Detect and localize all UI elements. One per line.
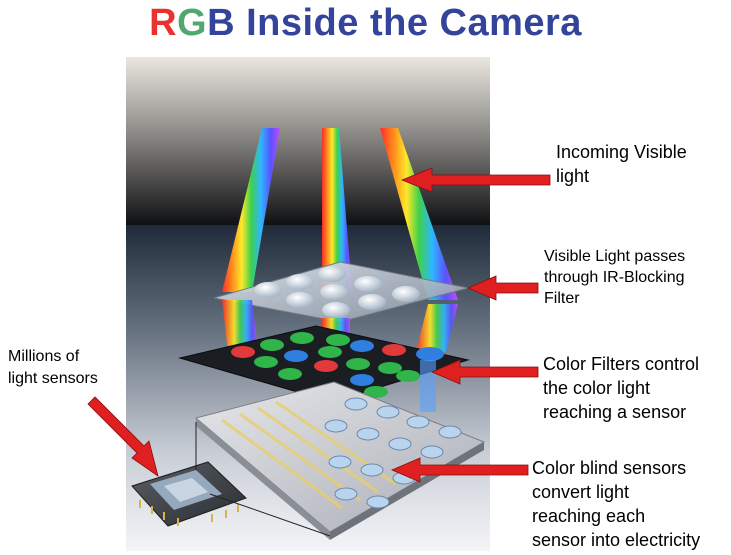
- label-line: Color Filters control: [543, 354, 700, 374]
- sensor-cell: [334, 487, 358, 501]
- filter-cell-green: [346, 358, 370, 370]
- filter-cell-green: [364, 386, 388, 398]
- chip-to-board-line: [209, 493, 331, 537]
- filter-cell-green: [290, 332, 314, 344]
- label-color-blind-sensors: Color blind sensors convert light reachi…: [532, 456, 700, 552]
- sensor-gold-traces: [221, 400, 397, 510]
- sensor-cell: [438, 425, 462, 439]
- filter-cell-green: [326, 334, 350, 346]
- sensor-cell: [344, 397, 368, 411]
- filter-cell-green: [254, 356, 278, 368]
- background-top: [126, 57, 490, 227]
- sensor-board-edge: [196, 418, 330, 540]
- gold-trace: [221, 418, 343, 510]
- page-title: RGB Inside the Camera: [0, 0, 731, 46]
- filter-cell-green: [318, 346, 342, 358]
- filter-cell-green: [396, 370, 420, 382]
- label-millions-of-sensors: Millions of light sensors: [8, 346, 98, 390]
- filter-cell-red: [314, 360, 338, 372]
- pointer-arrows: [87, 167, 551, 483]
- lens: [286, 292, 314, 308]
- label-line: through IR-Blocking: [544, 269, 685, 286]
- arrow-incoming-light: [400, 167, 551, 193]
- label-line: Millions of: [8, 348, 80, 365]
- filter-cell-green: [260, 339, 284, 351]
- arrow-sensors: [390, 457, 529, 483]
- label-ir-blocking-filter: Visible Light passes through IR-Blocking…: [544, 246, 685, 309]
- arrow-millions: [87, 396, 159, 477]
- lens: [318, 266, 346, 282]
- lens: [322, 302, 350, 318]
- label-line: sensor into electricity: [532, 530, 701, 550]
- chip-sensor: [164, 478, 208, 502]
- gold-trace: [257, 406, 379, 494]
- filter-cell-red: [231, 346, 255, 358]
- label-line: the color light: [543, 378, 651, 398]
- arrow-color-filters: [430, 359, 539, 385]
- sensor-cell: [328, 455, 352, 469]
- label-line: Filter: [544, 290, 580, 307]
- label-incoming-light: Incoming Visible light: [556, 140, 687, 188]
- light-beam-left: [222, 128, 280, 292]
- light-beam-right: [380, 128, 458, 300]
- light-beam-center: [322, 128, 352, 292]
- sensor-cell: [324, 419, 348, 433]
- sensor-cell: [366, 495, 390, 509]
- chip-pins: [139, 500, 239, 526]
- label-line: reaching a sensor: [543, 402, 687, 422]
- sensor-cell: [420, 445, 444, 459]
- label-line: Visible Light passes: [544, 248, 686, 265]
- title-rest: Inside the Camera: [235, 2, 582, 44]
- title-letter-g: G: [177, 2, 208, 44]
- sensor-cell: [376, 405, 400, 419]
- label-line: Color blind sensors: [532, 458, 687, 478]
- sensor-cell: [356, 427, 380, 441]
- sensor-cell: [388, 437, 412, 451]
- filter-cell-blue: [416, 347, 444, 361]
- label-color-filters: Color Filters control the color light re…: [543, 352, 699, 424]
- title-letter-r: R: [149, 2, 178, 44]
- filter-cell-red: [382, 344, 406, 356]
- lens: [254, 282, 282, 298]
- sensor-cells: [324, 397, 462, 509]
- light-beam-left-lower: [222, 300, 258, 352]
- light-beam-right-lower: [416, 304, 458, 352]
- label-line: Incoming Visible: [556, 142, 687, 162]
- filter-cell-blue: [350, 374, 374, 386]
- lens: [286, 274, 314, 290]
- arrow-ir-filter: [466, 275, 539, 301]
- lens: [358, 294, 386, 310]
- lens: [392, 286, 420, 302]
- label-line: convert light: [532, 482, 630, 502]
- sensor-cell: [406, 415, 430, 429]
- label-line: light sensors: [8, 370, 98, 387]
- label-line: reaching each: [532, 506, 646, 526]
- label-line: light: [556, 166, 590, 186]
- lens: [354, 276, 382, 292]
- incoming-light-beams: [222, 128, 458, 300]
- camera-chip: [131, 422, 331, 537]
- blue-beam: [420, 360, 436, 412]
- sensor-cell: [360, 463, 384, 477]
- gold-trace: [239, 412, 361, 502]
- filter-cell-blue: [350, 340, 374, 352]
- title-letter-b: B: [207, 2, 236, 44]
- ir-filter-lenses: [254, 266, 420, 318]
- filter-cell-green: [278, 368, 302, 380]
- filter-cell-green: [378, 362, 402, 374]
- lens: [320, 284, 348, 300]
- filter-cell-blue: [284, 350, 308, 362]
